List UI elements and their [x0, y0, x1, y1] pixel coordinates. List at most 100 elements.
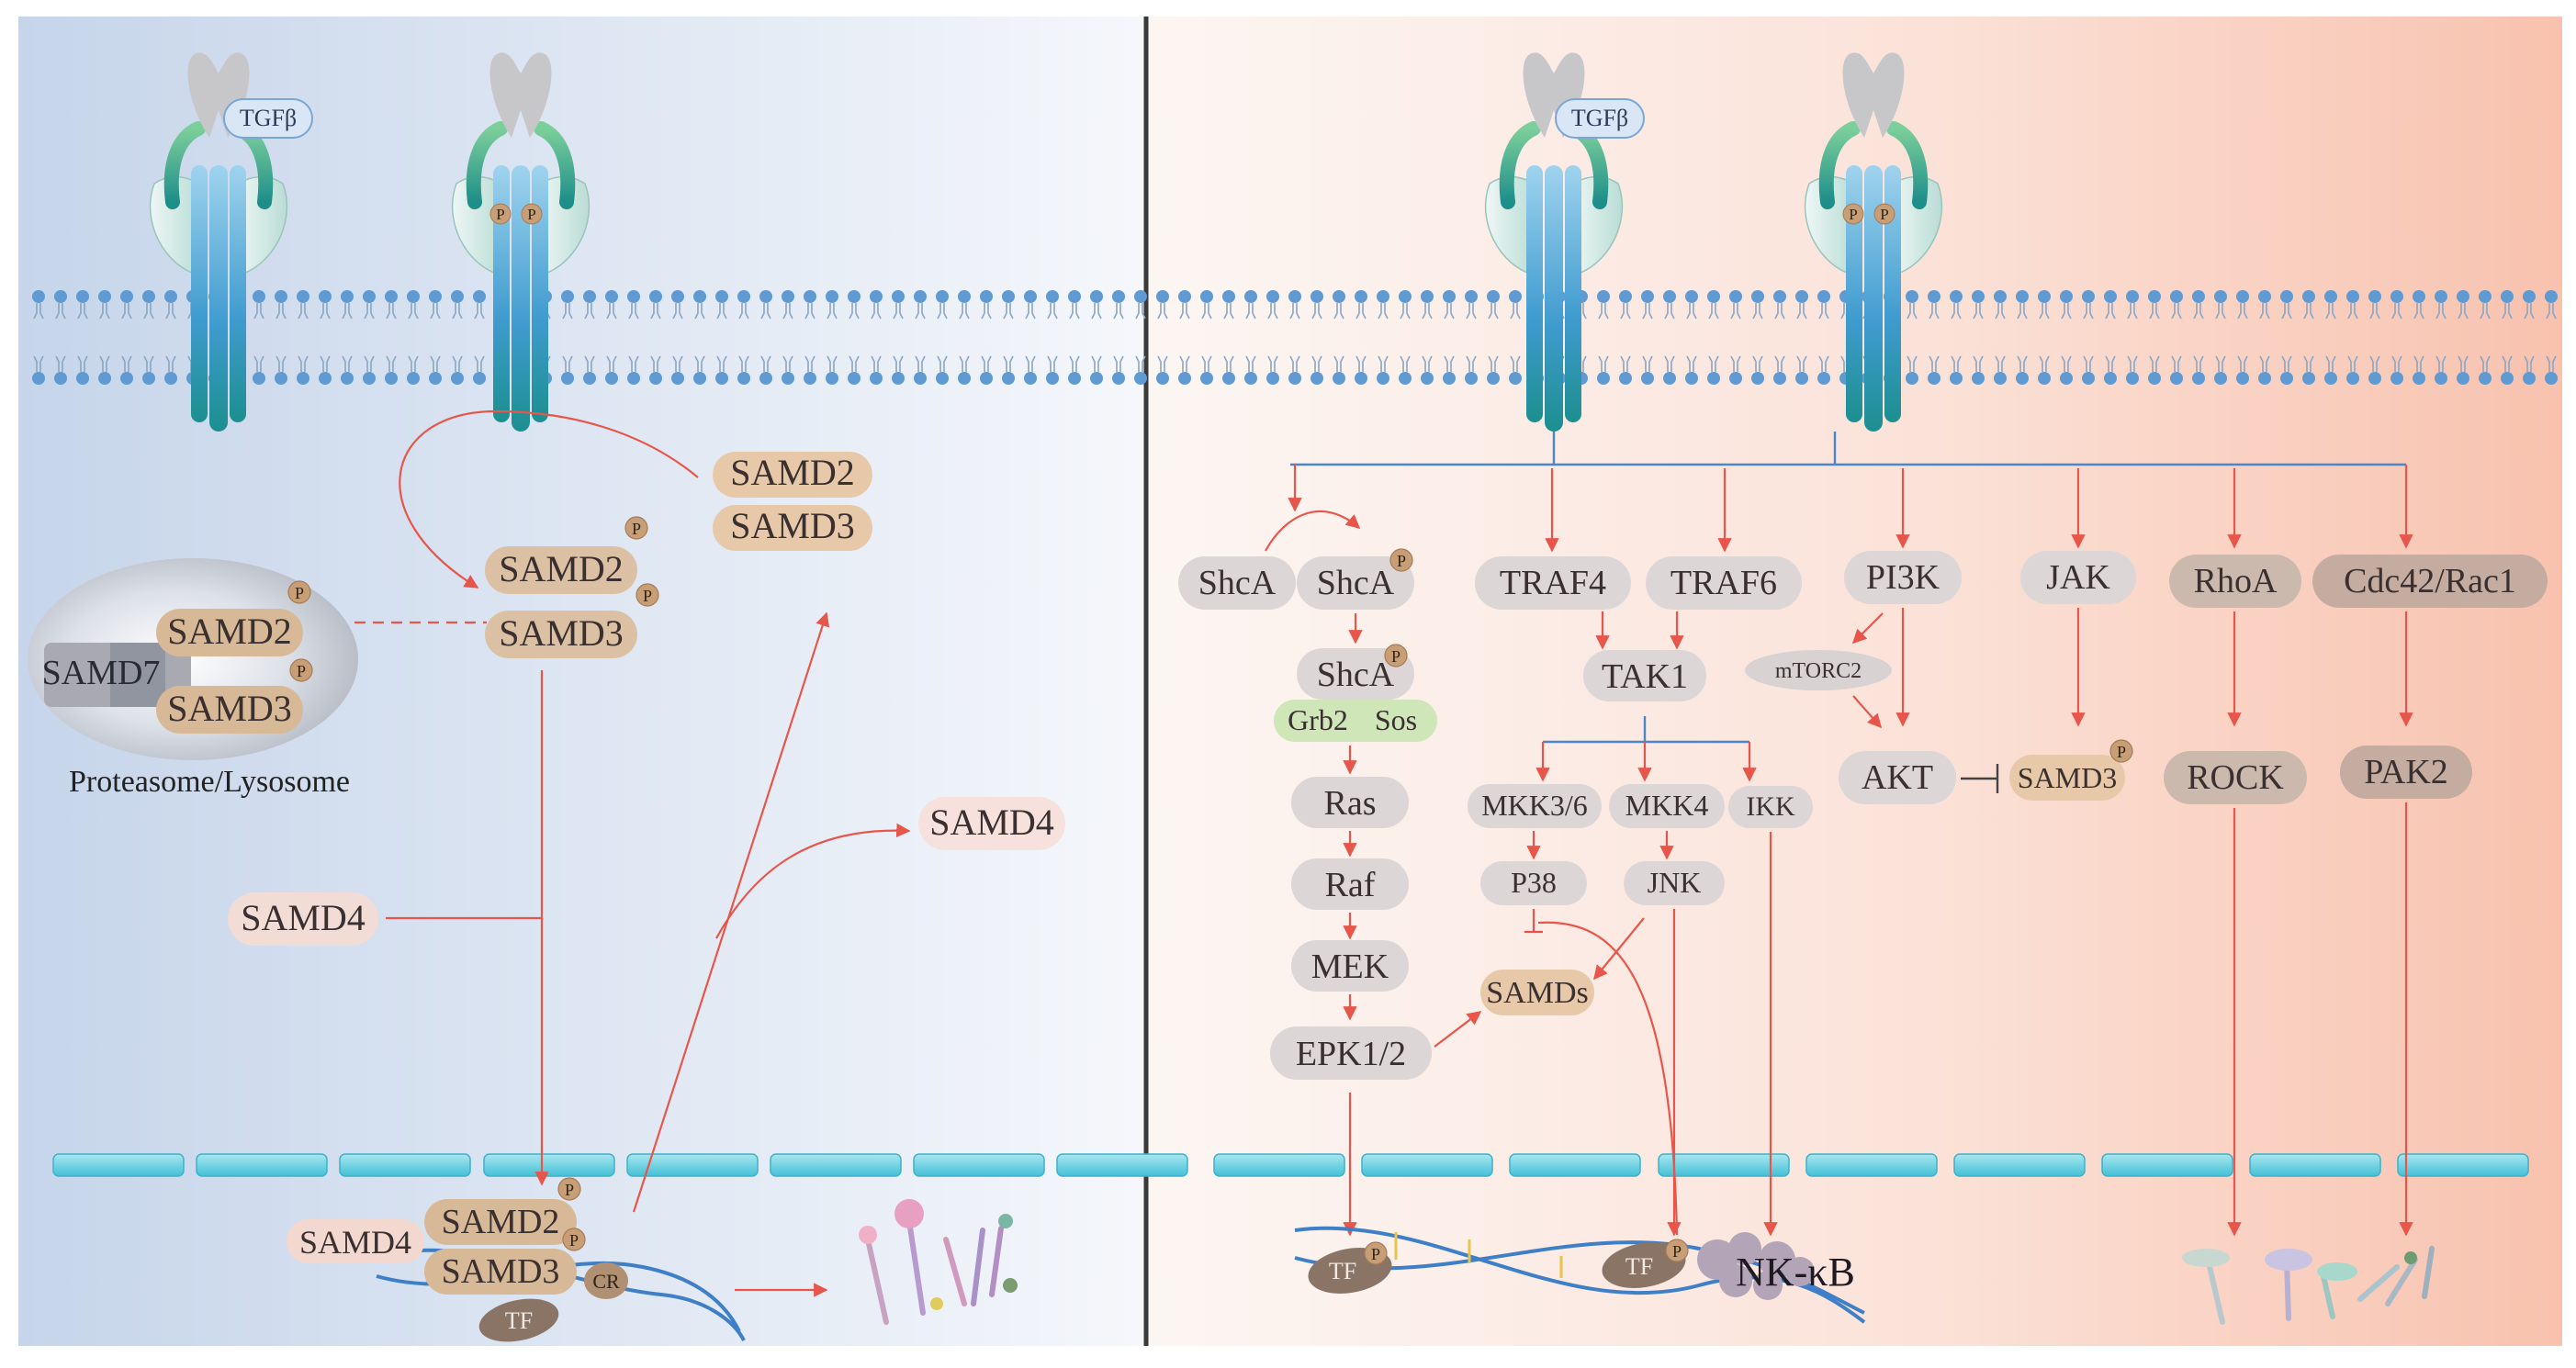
tgfb-label-right: TGFβ — [1555, 98, 1645, 139]
svg-text:PI3K: PI3K — [1866, 558, 1940, 597]
nuclear-pore-segment — [1658, 1153, 1790, 1177]
svg-text:TF: TF — [1625, 1253, 1653, 1280]
svg-text:JNK: JNK — [1648, 866, 1702, 899]
shca-pathway: ShcA ShcA P ShcA P Grb2 Sos Ras Raf MEK … — [1178, 548, 1482, 1237]
svg-text:Sos: Sos — [1375, 703, 1417, 736]
svg-text:JAK: JAK — [2046, 558, 2110, 597]
svg-text:ROCK: ROCK — [2187, 758, 2284, 797]
svg-text:SAMD7: SAMD7 — [42, 654, 161, 692]
samd4-exported: SAMD4 — [918, 797, 1065, 850]
svg-text:P: P — [2117, 743, 2126, 761]
nuclear-pore-segment — [1953, 1153, 2086, 1177]
nuclear-pore-segment — [913, 1153, 1045, 1177]
svg-text:mTORC2: mTORC2 — [1775, 659, 1862, 683]
receptor-branch-bus — [1290, 432, 2406, 466]
svg-text:SAMD2: SAMD2 — [167, 611, 292, 652]
pi3k-akt-pathway: PI3K mTORC2 AKT — [1745, 551, 1999, 804]
svg-text:SAMD3: SAMD3 — [499, 612, 624, 654]
svg-text:TGFβ: TGFβ — [1571, 105, 1628, 131]
svg-text:RhoA: RhoA — [2194, 562, 2278, 600]
nuclear-pore-segment — [1056, 1153, 1188, 1177]
svg-text:P: P — [643, 587, 652, 605]
nfkb-blob — [1697, 1232, 1815, 1300]
svg-text:P: P — [295, 584, 304, 602]
nuclear-pore-segment — [2397, 1153, 2529, 1177]
svg-text:SAMD4: SAMD4 — [929, 802, 1054, 843]
nuclear-pore-segment — [770, 1153, 902, 1177]
svg-text:P: P — [1849, 206, 1857, 223]
nuclear-pore-segment — [1361, 1153, 1493, 1177]
svg-text:MEK: MEK — [1311, 948, 1389, 986]
jak-pathway: JAK SAMD3 P — [2009, 551, 2136, 801]
svg-text:P: P — [1880, 206, 1888, 223]
svg-text:Proteasome/Lysosome: Proteasome/Lysosome — [69, 765, 350, 799]
svg-text:P: P — [496, 206, 504, 223]
svg-text:CR: CR — [592, 1270, 620, 1293]
svg-text:MKK4: MKK4 — [1625, 789, 1709, 822]
svg-text:Grb2: Grb2 — [1288, 703, 1348, 736]
nuclear-pore-segment — [1509, 1153, 1641, 1177]
svg-text:P: P — [565, 1181, 574, 1199]
samd4-cytoplasm: SAMD4 — [228, 892, 378, 946]
samd4-export-arrow — [715, 823, 911, 939]
nuclear-pore-segment — [196, 1153, 328, 1177]
svg-text:Cdc42/Rac1: Cdc42/Rac1 — [2344, 562, 2516, 600]
svg-text:MKK3/6: MKK3/6 — [1481, 789, 1588, 822]
svg-text:P: P — [527, 206, 535, 223]
svg-text:SAMDs: SAMDs — [1486, 976, 1588, 1010]
nuclear-pore-segment — [1213, 1153, 1345, 1177]
branch-arrows — [1265, 465, 2413, 553]
svg-text:TGFβ: TGFβ — [240, 105, 297, 131]
nucleus-export-arrow — [632, 611, 830, 1213]
svg-text:TAK1: TAK1 — [1602, 657, 1688, 696]
svg-text:SAMD4: SAMD4 — [241, 897, 366, 938]
nuclear-pore-segment — [483, 1153, 615, 1177]
svg-text:SAMD4: SAMD4 — [299, 1224, 411, 1261]
svg-text:TRAF6: TRAF6 — [1670, 564, 1777, 602]
tgfb-receptor: P P — [1804, 52, 1943, 432]
svg-text:SAMD3: SAMD3 — [167, 688, 292, 729]
svg-text:P: P — [1672, 1242, 1682, 1261]
dna-helix-right — [1294, 1226, 1866, 1324]
nuclear-pore-segment — [2101, 1153, 2233, 1177]
transcription-products-right — [2182, 1246, 2435, 1325]
tgfb-label-left: TGFβ — [223, 98, 313, 139]
svg-text:SAMD2: SAMD2 — [442, 1203, 560, 1241]
nucleus-right: TF P TF P NK-κB — [1294, 1226, 1866, 1324]
svg-text:ShcA: ShcA — [1317, 564, 1395, 602]
svg-text:SAMD2: SAMD2 — [499, 548, 624, 589]
svg-text:P: P — [632, 520, 641, 538]
nuclear-pore-segment — [339, 1153, 471, 1177]
svg-text:SAMD3: SAMD3 — [2018, 761, 2117, 794]
svg-text:PAK2: PAK2 — [2364, 753, 2448, 791]
svg-text:IKK: IKK — [1746, 791, 1795, 822]
svg-text:Ras: Ras — [1324, 784, 1377, 823]
tgfb-receptors: P P P P — [149, 52, 1943, 432]
nuclear-pore-segment — [1805, 1153, 1938, 1177]
svg-text:SAMD3: SAMD3 — [730, 505, 855, 546]
svg-text:SAMD3: SAMD3 — [442, 1252, 560, 1291]
rhoa-rock-pathway: RhoA ROCK — [2164, 555, 2307, 1237]
cdc42-pak2-pathway: Cdc42/Rac1 PAK2 — [2312, 555, 2548, 1237]
transcription-products-left — [859, 1199, 1018, 1325]
svg-text:NK-κB: NK-κB — [1736, 1250, 1855, 1295]
receptor-to-samd-loop — [399, 409, 699, 589]
svg-text:P: P — [569, 1231, 579, 1250]
left-arrows — [354, 409, 911, 1297]
nuclear-samd-complex: SAMD4 SAMD2 SAMD3 P P CR TF — [287, 1177, 746, 1342]
nuclear-pore-segment — [626, 1153, 759, 1177]
svg-text:TF: TF — [505, 1307, 533, 1334]
svg-text:P: P — [1391, 647, 1400, 666]
svg-text:P38: P38 — [1511, 866, 1557, 899]
svg-text:P: P — [1371, 1245, 1380, 1263]
svg-text:P: P — [297, 662, 306, 680]
tgfb-receptor: P P — [451, 52, 591, 432]
top-samd-complex: SAMD2 SAMD3 — [713, 452, 872, 551]
svg-text:EPK1/2: EPK1/2 — [1296, 1035, 1406, 1073]
proteasome-lysosome: SAMD7 SAMD2 SAMD3 P P Proteasome/Lysosom… — [28, 558, 358, 799]
svg-text:TRAF4: TRAF4 — [1500, 564, 1606, 602]
svg-text:SAMD2: SAMD2 — [730, 452, 855, 493]
svg-text:TF: TF — [1329, 1258, 1356, 1284]
nuclear-pore-segment — [52, 1153, 185, 1177]
